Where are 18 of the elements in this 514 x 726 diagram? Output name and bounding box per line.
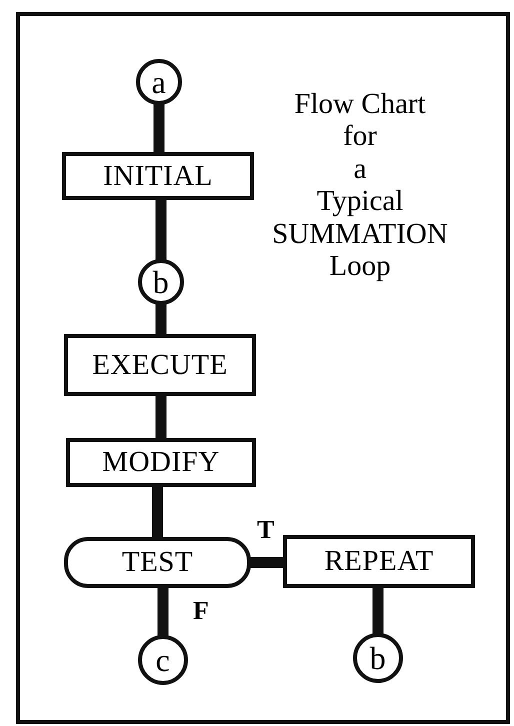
connector-line [249, 557, 285, 568]
connector-line [372, 586, 384, 635]
test-terminal: TEST [64, 537, 251, 588]
connector-line [156, 303, 166, 336]
connector-line [156, 198, 166, 261]
process-box: EXECUTE [64, 334, 256, 396]
connector-circle: a [136, 59, 182, 105]
connector-line [152, 485, 163, 539]
process-box: REPEAT [283, 535, 475, 588]
connector-circle: b [353, 633, 403, 683]
connector-circle: c [138, 635, 188, 685]
connector-line [158, 586, 168, 637]
process-box: MODIFY [66, 438, 256, 487]
process-box: INITIAL [62, 152, 254, 200]
connector-line [154, 103, 164, 154]
connector-line [156, 394, 166, 440]
connector-circle: b [138, 259, 184, 305]
title: Flow Chart for a Typical SUMMATION Loop [271, 88, 449, 283]
